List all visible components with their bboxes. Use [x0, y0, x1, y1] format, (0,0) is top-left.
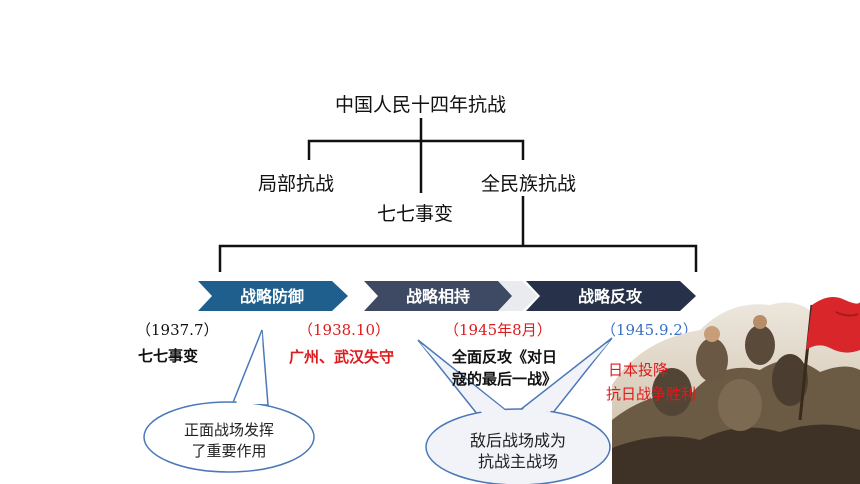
date-1938: （1938.10）	[298, 321, 391, 339]
callout-right-line2: 抗战主战场	[477, 452, 558, 471]
event-1945-8-line1: 全面反攻《对日	[452, 348, 558, 366]
date-1945-9: （1945.9.2）	[601, 321, 698, 339]
event-1937: 七七事变	[138, 347, 199, 365]
branch-national-war: 全民族抗战	[481, 173, 577, 195]
phase-bracket	[218, 244, 698, 272]
callout-bubble-left	[143, 329, 315, 473]
date-1937: （1937.7）	[136, 321, 219, 339]
callout-left-text: 正面战场发挥 了重要作用	[164, 420, 294, 462]
callout-bubble-right	[417, 337, 613, 484]
branch-local-war: 局部抗战	[258, 173, 335, 195]
phase-label-counteroffensive: 战略反攻	[578, 287, 643, 306]
phase-arrow-defense	[198, 281, 348, 311]
callout-right-line1: 敌后战场成为	[469, 431, 566, 450]
phase-label-stalemate: 战略相持	[406, 287, 470, 306]
callout-right-text: 敌后战场成为 抗战主战场	[448, 430, 588, 472]
phase-arrow-divider	[498, 281, 538, 311]
event-1938: 广州、武汉失守	[289, 348, 395, 366]
top-bracket	[307, 139, 525, 160]
root-title: 中国人民十四年抗战	[335, 94, 507, 116]
event-1945-9-line1: 日本投降	[608, 361, 669, 379]
callout-left-line2: 了重要作用	[191, 442, 267, 460]
phase-label-defense: 战略防御	[240, 287, 304, 306]
callout-left-line1: 正面战场发挥	[183, 421, 274, 439]
event-1945-9-line2: 抗日战争胜利	[606, 385, 697, 403]
branch-july7-incident: 七七事变	[377, 203, 454, 225]
event-1945-8-line2: 寇的最后一战》	[452, 370, 558, 388]
phase-arrow-stalemate	[364, 281, 515, 311]
phase-arrow-counteroffensive	[526, 281, 696, 311]
date-1945-8: （1945年8月）	[444, 321, 552, 339]
